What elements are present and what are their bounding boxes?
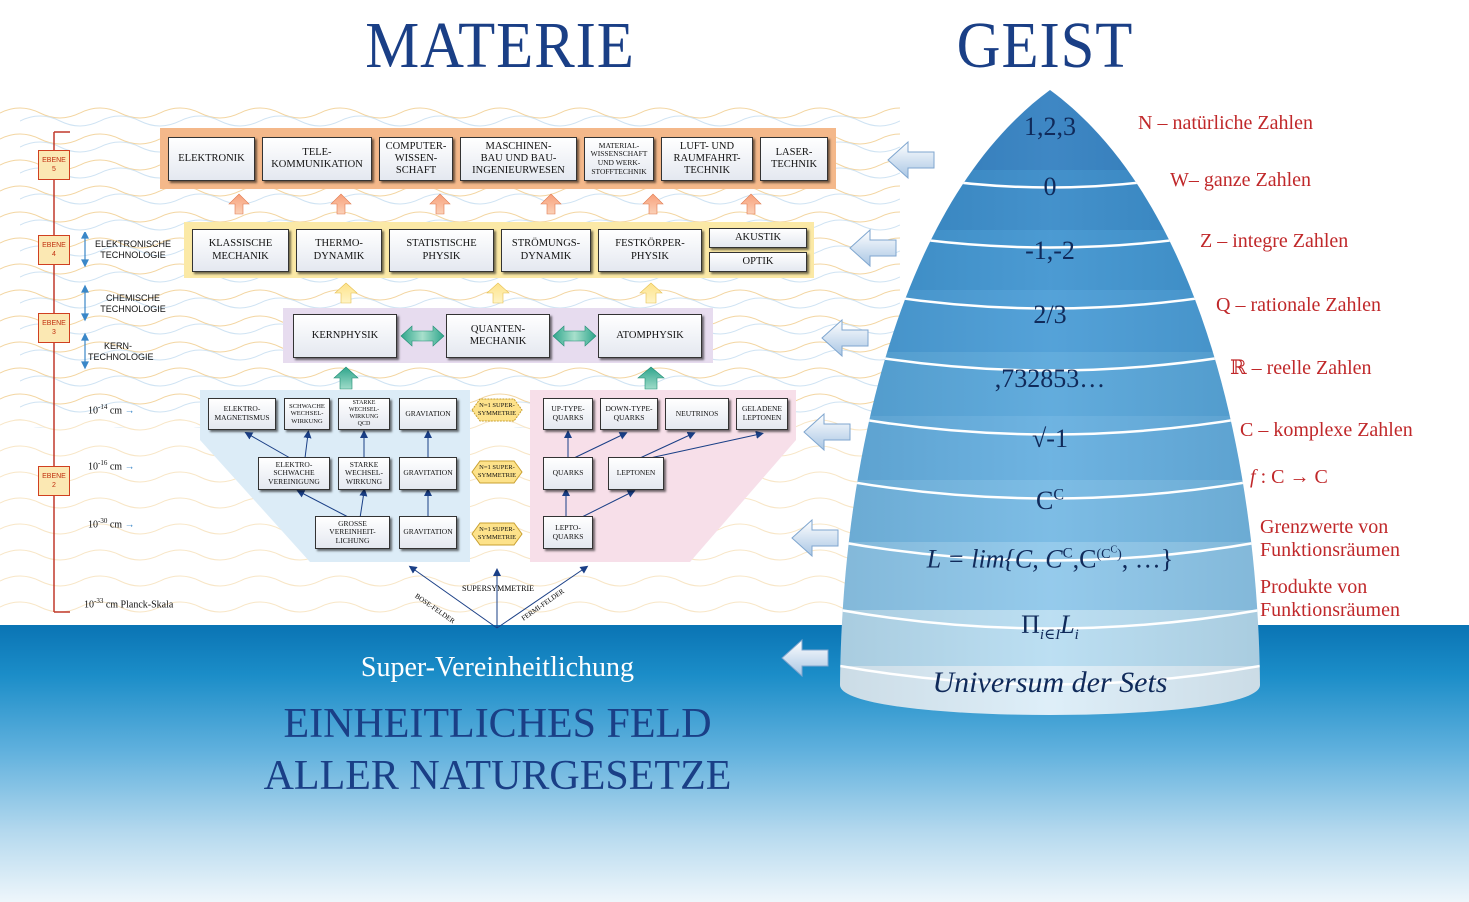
label-supersymmetrie: SUPERSYMMETRIE bbox=[462, 584, 535, 593]
susy-label-2: N=1 SUPER-SYMMETRIE bbox=[477, 464, 517, 479]
box-elektronik: ELEKTRONIK bbox=[168, 137, 255, 181]
layer-zero: 0 bbox=[1043, 172, 1057, 201]
box-kernphysik: KERNPHYSIK bbox=[293, 314, 397, 358]
set-label-Z: Z – integre Zahlen bbox=[1200, 230, 1349, 252]
susy-label-1: N=1 SUPER-SYMMETRIE bbox=[477, 402, 517, 417]
set-label-limits: Grenzwerte von Funktionsräumen bbox=[1260, 516, 1400, 561]
layer-product: Πi∈ILi bbox=[1021, 610, 1079, 644]
bottom-line-1: EINHEITLICHES FELD bbox=[283, 701, 712, 747]
box-maschinenbau: MASCHINEN-BAU UND BAU-INGENIEURWESEN bbox=[460, 137, 577, 181]
box-lasertechnik: LASER-TECHNIK bbox=[760, 137, 828, 181]
susy-hexagons bbox=[471, 398, 523, 546]
bottom-subtitle: Super-Vereinheitlichung bbox=[360, 652, 635, 683]
layer-negatives: -1,-2 bbox=[1025, 236, 1075, 265]
set-label-products: Produkte von Funktionsräumen bbox=[1260, 576, 1400, 621]
layer-complex: √-1 bbox=[1032, 424, 1068, 453]
layer-universe-of-sets: Universum der Sets bbox=[932, 666, 1168, 699]
box-graviation: GRAVIATION bbox=[399, 398, 457, 430]
set-label-Q: Q – rationale Zahlen bbox=[1216, 294, 1381, 316]
scale-1e-30: 10-30 cm → bbox=[88, 517, 135, 531]
set-label-W: W– ganze Zahlen bbox=[1170, 169, 1312, 191]
box-elektromagnetismus: ELEKTRO-MAGNETISMUS bbox=[208, 398, 276, 430]
box-optik: OPTIK bbox=[709, 252, 807, 272]
layer-reals: ,732853… bbox=[994, 364, 1106, 393]
set-label-N: N – natürliche Zahlen bbox=[1138, 112, 1313, 134]
scale-planck: 10-33 cm Planck-Skala bbox=[84, 597, 174, 611]
layer-limit: L = lim{C, CC,C(CC), …} bbox=[926, 544, 1174, 574]
dome-to-matter-arrows bbox=[781, 140, 935, 678]
box-leptonen: LEPTONEN bbox=[608, 457, 664, 490]
set-label-function: f : C → C bbox=[1250, 466, 1328, 488]
level-arrows bbox=[81, 232, 89, 370]
connector-arrows bbox=[228, 193, 764, 629]
box-gravitation-2: GRAVITATION bbox=[399, 457, 457, 490]
box-atomphysik: ATOMPHYSIK bbox=[598, 314, 702, 358]
box-gravitation-3: GRAVITATION bbox=[399, 516, 457, 549]
scale-1e-16: 10-16 cm → bbox=[88, 459, 135, 473]
title-geist: GEIST bbox=[956, 9, 1134, 82]
layer-c-power-c: CC bbox=[1035, 486, 1064, 515]
susy-label-3: N=1 SUPER-SYMMETRIE bbox=[477, 526, 517, 541]
set-label-C: C – komplexe Zahlen bbox=[1240, 419, 1413, 441]
box-telekommunikation: TELE-KOMMUNIKATION bbox=[262, 137, 372, 181]
mind-dome bbox=[840, 90, 1260, 715]
layer-rationals: 2/3 bbox=[1033, 300, 1067, 329]
box-computerwissenschaft: COMPUTER-WISSEN-SCHAFT bbox=[379, 137, 453, 181]
box-festkoerperphysik: FESTKÖRPER-PHYSIK bbox=[598, 229, 702, 272]
level-scale bbox=[53, 131, 70, 613]
box-akustik: AKUSTIK bbox=[709, 228, 807, 248]
box-thermodynamik: THERMO-DYNAMIK bbox=[296, 229, 382, 272]
box-quarks: QUARKS bbox=[543, 457, 593, 490]
box-down-type-quarks: DOWN-TYPE-QUARKS bbox=[600, 398, 658, 430]
box-neutrinos: NEUTRINOS bbox=[665, 398, 729, 430]
scale-1e-14: 10-14 cm → bbox=[88, 403, 135, 417]
set-label-R: ℝ – reelle Zahlen bbox=[1230, 357, 1372, 379]
layer-natural-numbers: 1,2,3 bbox=[1024, 112, 1076, 141]
box-leptoquarks: LEPTO-QUARKS bbox=[543, 516, 593, 549]
box-quantenmechanik: QUANTEN-MECHANIK bbox=[446, 314, 550, 358]
box-stroemungsdynamik: STRÖMUNGS-DYNAMIK bbox=[501, 229, 591, 272]
box-up-type-quarks: UP-TYPE-QUARKS bbox=[543, 398, 593, 430]
label-nuclear-tech: KERN-TECHNOLOGIE bbox=[88, 341, 154, 362]
bottom-line-2: ALLER NATURGESETZE bbox=[263, 753, 732, 799]
title-materie: MATERIE bbox=[365, 9, 635, 82]
